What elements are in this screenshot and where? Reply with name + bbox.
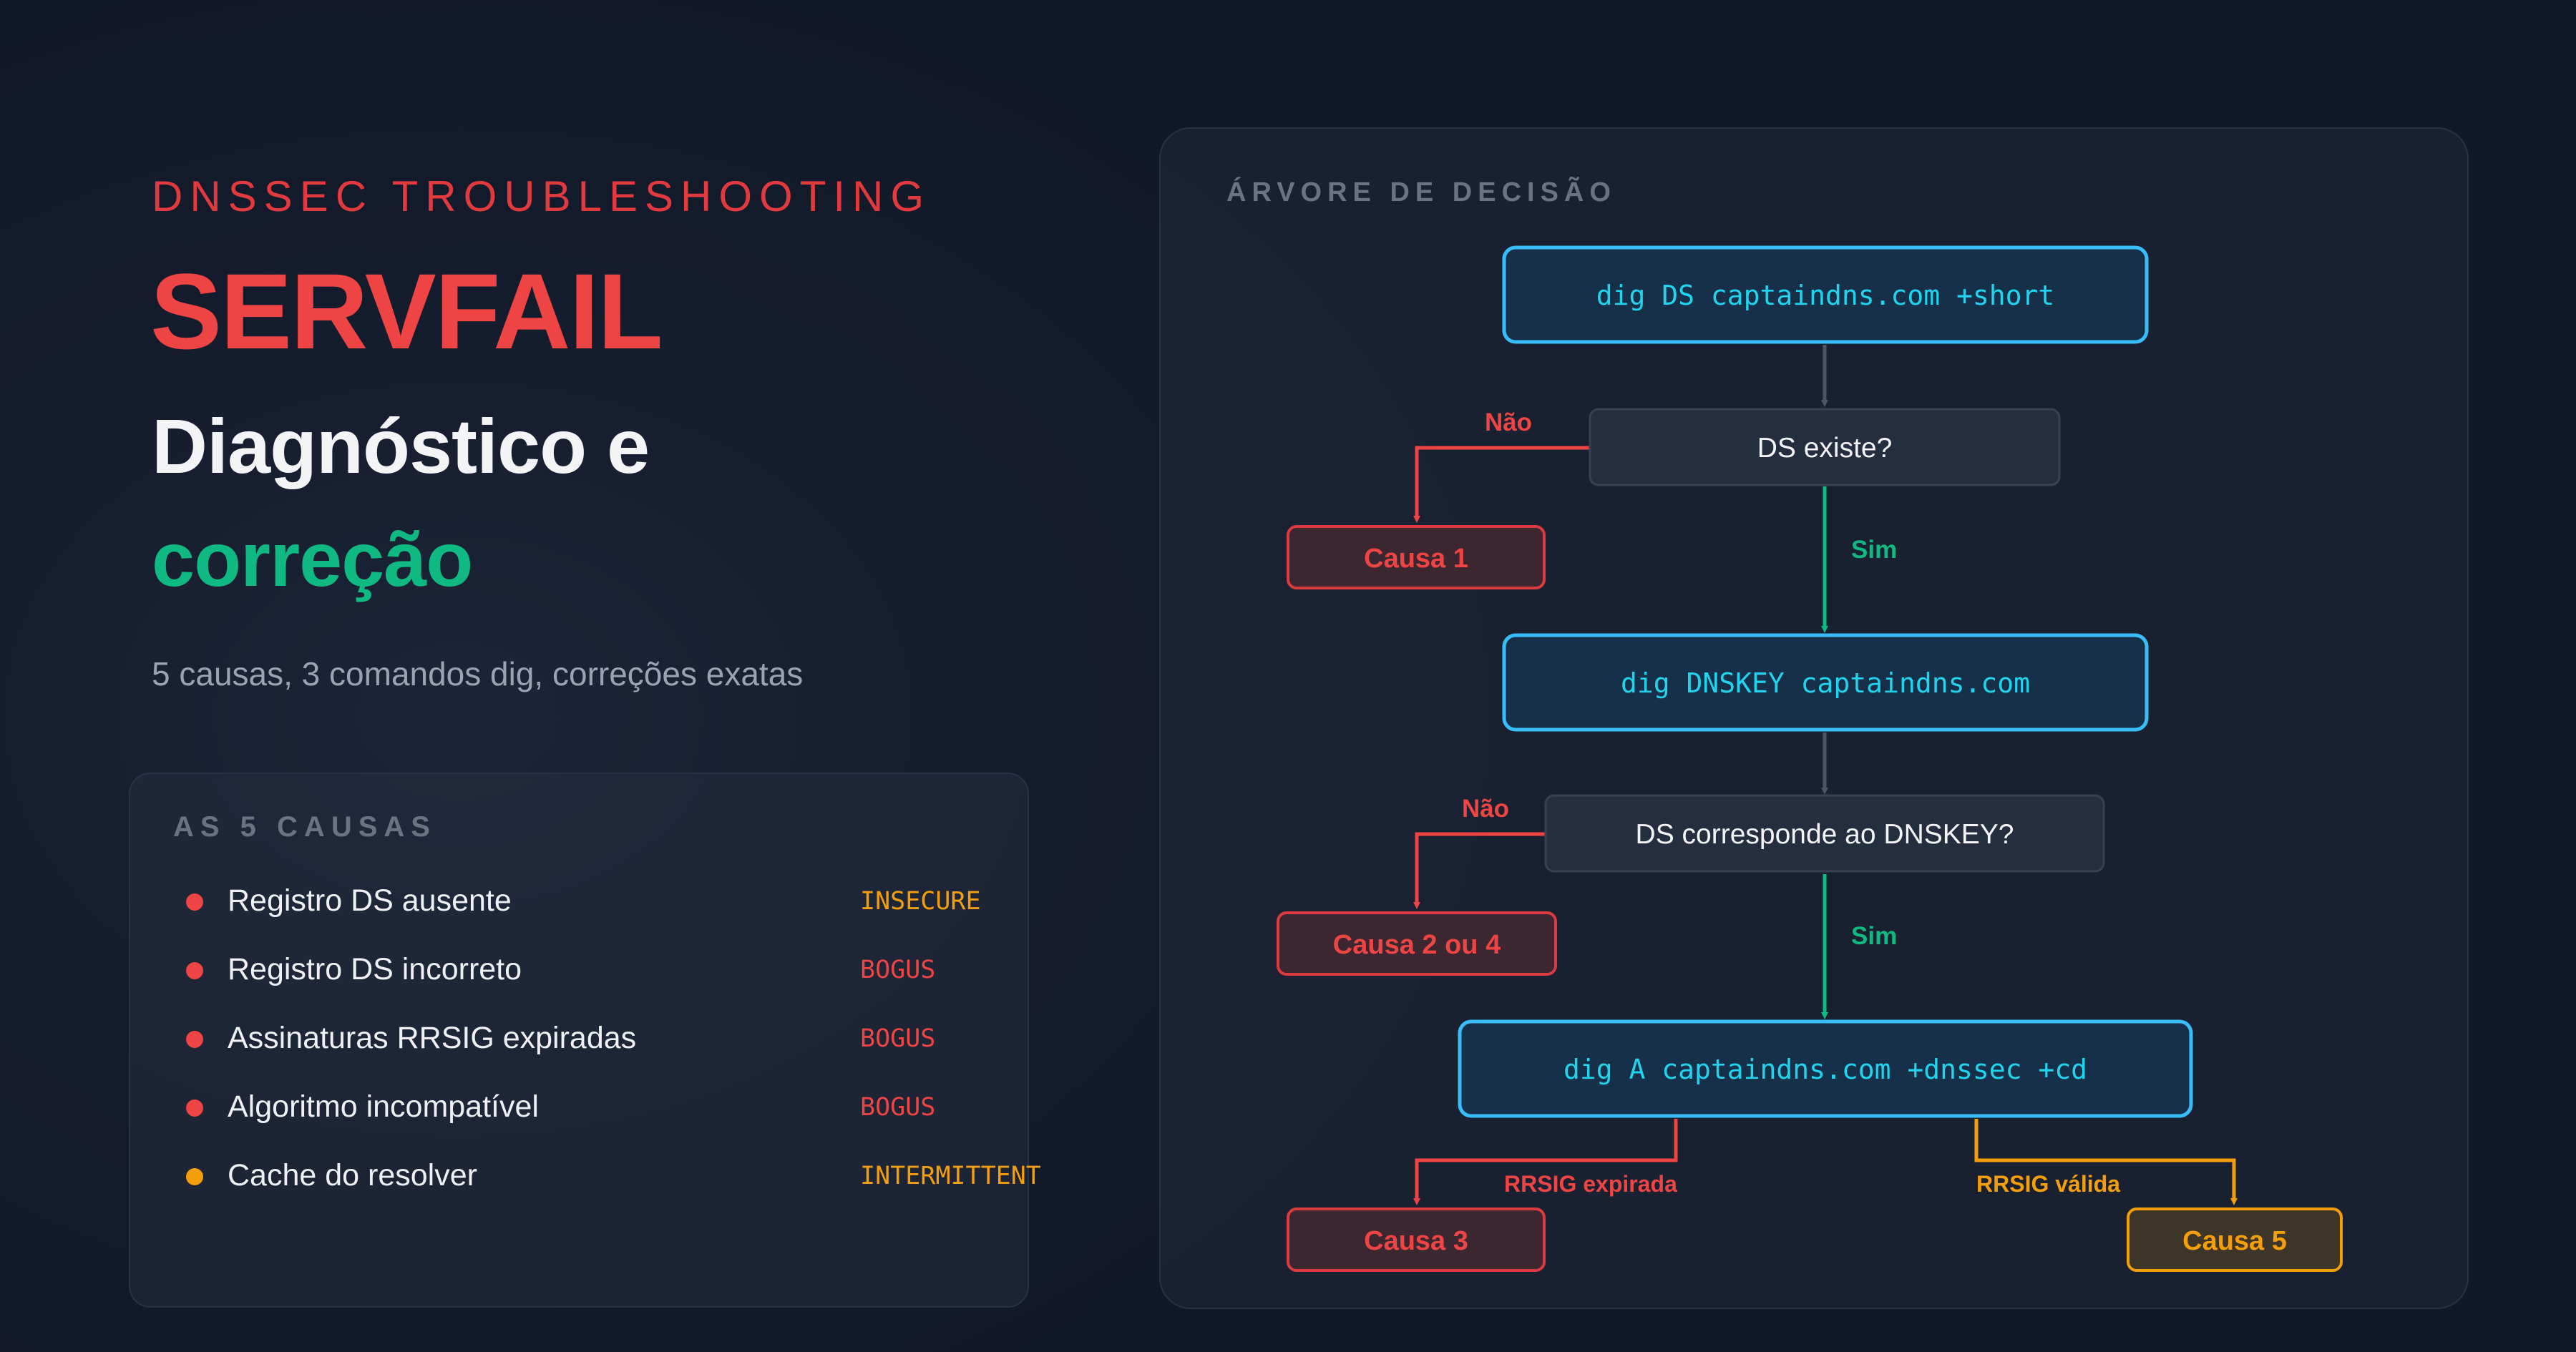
result-node: Causa 5 bbox=[2127, 1208, 2343, 1272]
connector-arrow-expired bbox=[1413, 1119, 1678, 1205]
tree-heading: ÁRVORE DE DECISÃO bbox=[1226, 177, 1616, 207]
connector-arrow-no bbox=[1413, 832, 1546, 909]
status-dot-icon bbox=[186, 962, 203, 979]
decision-node: DS existe? bbox=[1589, 408, 2061, 486]
edge-label-no: Não bbox=[1462, 795, 1509, 823]
edge-label-valid: RRSIG válida bbox=[1976, 1171, 2120, 1197]
result-text: Causa 3 bbox=[1364, 1226, 1468, 1256]
subtitle-line-1: Diagnóstico e bbox=[152, 403, 650, 489]
cause-label: Registro DS ausente bbox=[228, 883, 512, 918]
result-node: Causa 2 ou 4 bbox=[1277, 911, 1557, 976]
causes-heading: AS 5 CAUSAS bbox=[173, 811, 436, 843]
cause-row: Registro DS ausente INSECURE bbox=[186, 879, 1002, 922]
cause-status: INSECURE bbox=[860, 887, 981, 916]
page-title: SERVFAIL bbox=[150, 251, 663, 371]
subtitle-line-2: correção bbox=[152, 516, 473, 602]
edge-label-yes: Sim bbox=[1851, 922, 1897, 950]
cause-row: Registro DS incorreto BOGUS bbox=[186, 948, 1002, 991]
command-node: dig DS captaindns.com +short bbox=[1502, 245, 2149, 344]
edge-label-no: Não bbox=[1485, 408, 1532, 436]
connector-lines bbox=[1413, 345, 2238, 1205]
connector-arrow-valid bbox=[1974, 1119, 2238, 1205]
status-dot-icon bbox=[186, 1099, 203, 1117]
result-text: Causa 1 bbox=[1364, 544, 1468, 574]
command-text: dig A captaindns.com +dnssec +cd bbox=[1563, 1054, 2087, 1085]
cause-status: INTERMITTENT bbox=[860, 1162, 1041, 1190]
cause-status: BOGUS bbox=[860, 956, 936, 984]
cause-label: Cache do resolver bbox=[228, 1158, 477, 1192]
result-text: Causa 2 ou 4 bbox=[1333, 930, 1501, 960]
command-text: dig DS captaindns.com +short bbox=[1596, 280, 2055, 311]
decision-text: DS corresponde ao DNSKEY? bbox=[1636, 819, 2014, 850]
result-text: Causa 5 bbox=[2182, 1226, 2287, 1256]
connector-arrow-no bbox=[1413, 446, 1590, 523]
eyebrow-label: DNSSEC TROUBLESHOOTING bbox=[152, 172, 932, 220]
status-dot-icon bbox=[186, 893, 203, 911]
command-text: dig DNSKEY captaindns.com bbox=[1621, 667, 2030, 699]
edge-label-expired: RRSIG expirada bbox=[1504, 1171, 1677, 1197]
cause-status: BOGUS bbox=[860, 1024, 936, 1053]
edge-label-yes: Sim bbox=[1851, 536, 1897, 564]
decision-tree-card: Não Sim Não Sim RRSIG expirada RRSIG vál… bbox=[1159, 127, 2469, 1309]
cause-status: BOGUS bbox=[860, 1093, 936, 1122]
decision-text: DS existe? bbox=[1757, 433, 1893, 464]
decision-tree-diagram: Não Sim Não Sim RRSIG expirada RRSIG vál… bbox=[1277, 245, 2343, 1272]
causes-card: AS 5 CAUSAS Registro DS ausente INSECURE… bbox=[129, 773, 1041, 1308]
description: 5 causas, 3 comandos dig, correções exat… bbox=[152, 655, 804, 692]
command-node: dig DNSKEY captaindns.com bbox=[1502, 633, 2149, 732]
result-node: Causa 3 bbox=[1287, 1208, 1546, 1272]
command-node: dig A captaindns.com +dnssec +cd bbox=[1458, 1019, 2193, 1118]
status-dot-icon bbox=[186, 1168, 203, 1185]
cause-row: Assinaturas RRSIG expiradas BOGUS bbox=[186, 1017, 1002, 1059]
status-dot-icon bbox=[186, 1031, 203, 1048]
cause-row: Algoritmo incompatível BOGUS bbox=[186, 1085, 1002, 1128]
cause-label: Assinaturas RRSIG expiradas bbox=[228, 1021, 637, 1055]
cause-label: Registro DS incorreto bbox=[228, 952, 522, 986]
result-node: Causa 1 bbox=[1287, 525, 1546, 589]
decision-node: DS corresponde ao DNSKEY? bbox=[1544, 794, 2105, 873]
cause-label: Algoritmo incompatível bbox=[228, 1089, 539, 1124]
cause-row: Cache do resolver INTERMITTENT bbox=[186, 1154, 1041, 1197]
